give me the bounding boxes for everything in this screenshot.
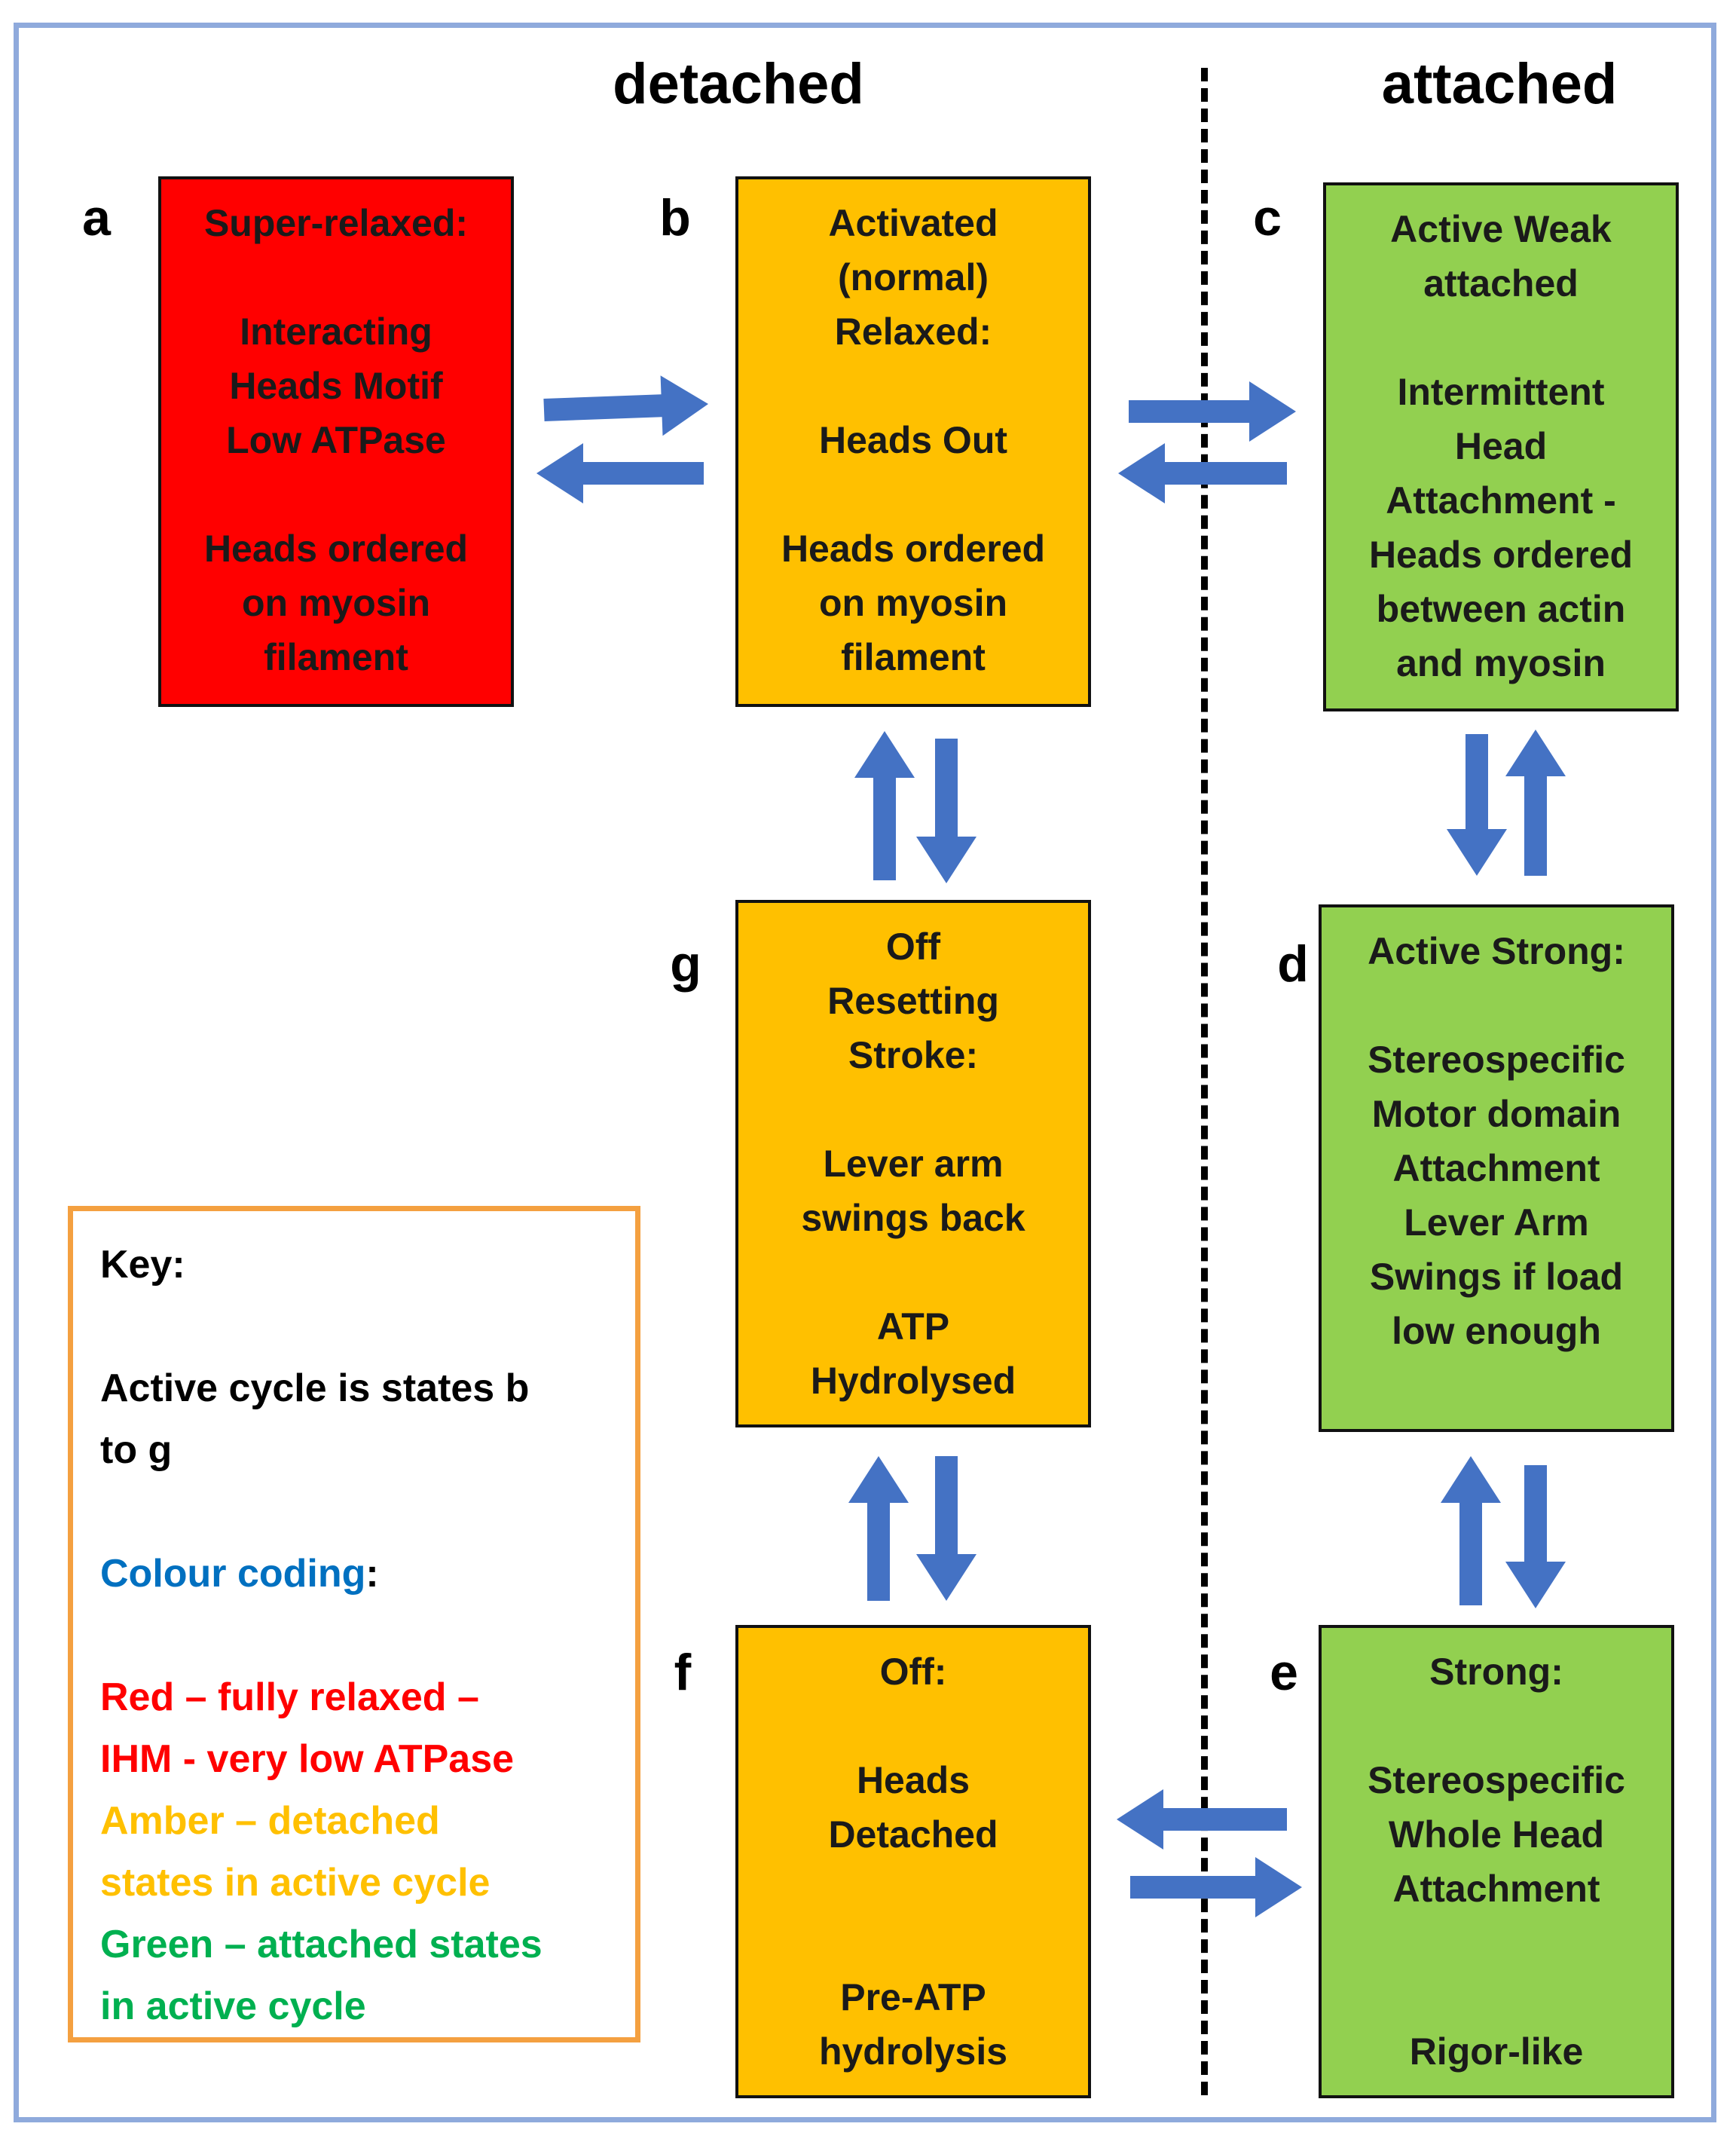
state-d-line: low enough xyxy=(1392,1310,1601,1352)
state-a-line: Heads ordered xyxy=(203,528,469,570)
state-c-line: Head xyxy=(1454,425,1548,467)
key-red-line-2: IHM - very low ATPase xyxy=(100,1737,515,1781)
state-c-line: Intermittent xyxy=(1397,371,1605,413)
state-d-line: Lever Arm xyxy=(1404,1201,1589,1244)
state-b-line: Heads Out xyxy=(818,419,1008,461)
state-letter-d: d xyxy=(1277,935,1309,993)
state-c-line: and myosin xyxy=(1396,642,1606,684)
key-amber-line-1: Amber – detached xyxy=(100,1799,440,1843)
key-red-line-1: Red – fully relaxed – xyxy=(100,1675,479,1719)
state-letter-a: a xyxy=(82,189,111,246)
state-a-line: on myosin xyxy=(241,582,431,624)
state-b-line: Activated xyxy=(828,202,998,244)
state-g-line: Resetting xyxy=(827,980,999,1022)
state-b-line: (normal) xyxy=(838,256,989,298)
state-f-line: Off: xyxy=(879,1651,947,1693)
state-b-line: Heads ordered xyxy=(781,528,1046,570)
state-d-line: Stereospecific xyxy=(1368,1039,1625,1081)
key-green-line-2: in active cycle xyxy=(100,1984,366,2028)
state-b-line: filament xyxy=(841,636,986,678)
state-letter-e: e xyxy=(1270,1644,1298,1701)
state-a-line: Interacting xyxy=(240,311,432,353)
state-g-line: ATP xyxy=(876,1305,950,1348)
state-d-line: Motor domain xyxy=(1371,1093,1621,1135)
state-c-line: between actin xyxy=(1376,588,1626,630)
key-green-line-1: Green – attached states xyxy=(100,1923,542,1966)
state-e-line: Rigor-like xyxy=(1409,2030,1584,2073)
state-f-line: hydrolysis xyxy=(818,2030,1008,2073)
heading-attached: attached xyxy=(1381,52,1618,116)
state-d-line: Attachment xyxy=(1392,1147,1600,1189)
key-title: Key: xyxy=(100,1243,185,1287)
state-d-line: Active Strong: xyxy=(1368,930,1625,972)
state-c-line: Active Weak xyxy=(1390,208,1612,250)
state-c-line: Attachment - xyxy=(1386,479,1616,522)
state-b-line: on myosin xyxy=(818,582,1008,624)
state-e-line: Whole Head xyxy=(1388,1813,1605,1856)
state-a-line: Heads Motif xyxy=(229,365,443,407)
key-amber-line-2: states in active cycle xyxy=(100,1861,491,1905)
state-g-line: Stroke: xyxy=(848,1034,979,1076)
state-letter-g: g xyxy=(670,935,701,993)
state-e-line: Strong: xyxy=(1429,1651,1563,1693)
state-c-line: attached xyxy=(1423,262,1579,304)
diagram-frame xyxy=(14,23,1716,2122)
state-e-line: Stereospecific xyxy=(1368,1759,1625,1801)
state-g-line: swings back xyxy=(801,1197,1025,1239)
legend-key: Key: Active cycle is states b to g Colou… xyxy=(68,1206,640,2042)
heading-detached: detached xyxy=(613,52,864,116)
key-cycle-line-1: Active cycle is states b xyxy=(100,1366,530,1410)
state-letter-f: f xyxy=(674,1644,692,1701)
state-d-line: Swings if load xyxy=(1369,1256,1624,1298)
state-c-line: Heads ordered xyxy=(1368,534,1634,576)
state-e-line: Attachment xyxy=(1392,1868,1600,1910)
key-cycle-line-2: to g xyxy=(100,1428,173,1472)
state-g-line: Hydrolysed xyxy=(810,1360,1016,1402)
state-b-line: Relaxed: xyxy=(834,311,992,353)
state-g-line: Off xyxy=(885,926,941,968)
state-g-line: Lever arm xyxy=(823,1143,1004,1185)
key-colour-coding-label: Colour coding xyxy=(100,1552,366,1596)
detached-attached-divider xyxy=(1201,68,1208,2095)
state-a-line: filament xyxy=(264,636,408,678)
state-f-line: Heads xyxy=(856,1759,970,1801)
key-colour-coding-colon: : xyxy=(365,1552,379,1596)
state-letter-c: c xyxy=(1253,189,1282,246)
state-letter-b: b xyxy=(659,189,691,246)
key-colour-coding: Colour coding: xyxy=(100,1543,608,1605)
state-a-line: Super-relaxed: xyxy=(203,202,469,244)
state-f-line: Pre-ATP xyxy=(840,1976,986,2018)
state-a-line: Low ATPase xyxy=(226,419,446,461)
state-f-line: Detached xyxy=(828,1813,998,1856)
